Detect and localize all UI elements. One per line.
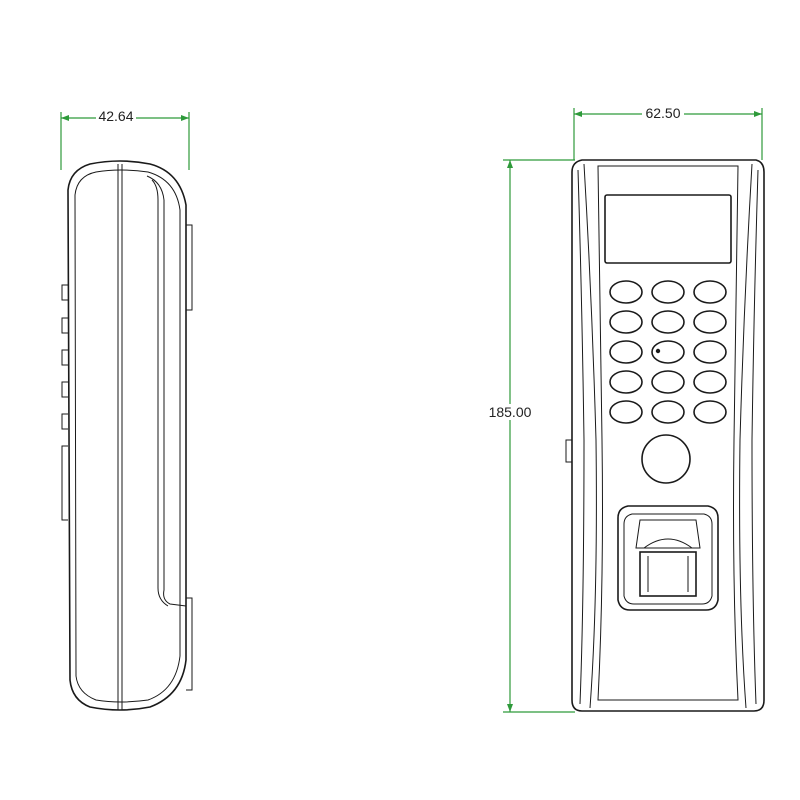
keypad-key [651, 310, 685, 334]
front-view: 62.50 185.00 [484, 105, 765, 713]
keypad-key [651, 280, 685, 304]
keypad-key [651, 400, 685, 424]
keypad-key [609, 400, 643, 424]
keypad-key [693, 340, 727, 364]
side-body-outline [61, 160, 193, 711]
front-width-dimension: 62.50 [573, 105, 763, 160]
height-label: 185.00 [489, 404, 532, 420]
keypad-key [693, 370, 727, 394]
keypad-key [609, 370, 643, 394]
round-sensor [641, 434, 691, 484]
keypad-key [693, 400, 727, 424]
keypad [609, 280, 727, 424]
keypad-key [651, 370, 685, 394]
keypad-key [609, 340, 643, 364]
side-width-label: 42.64 [98, 108, 133, 124]
front-body-outline [565, 159, 765, 712]
fingerprint-sensor [639, 551, 697, 597]
front-width-label: 62.50 [645, 105, 680, 121]
fingerprint-reader [617, 505, 719, 611]
side-width-dimension: 42.64 [60, 108, 190, 170]
keypad-key [693, 280, 727, 304]
key-dot [655, 348, 661, 354]
keypad-key [609, 280, 643, 304]
lcd-screen [604, 194, 732, 264]
side-view: 42.64 [60, 108, 193, 711]
keypad-key [609, 310, 643, 334]
keypad-key [651, 340, 685, 364]
keypad-key [693, 310, 727, 334]
height-dimension: 185.00 [484, 159, 575, 713]
